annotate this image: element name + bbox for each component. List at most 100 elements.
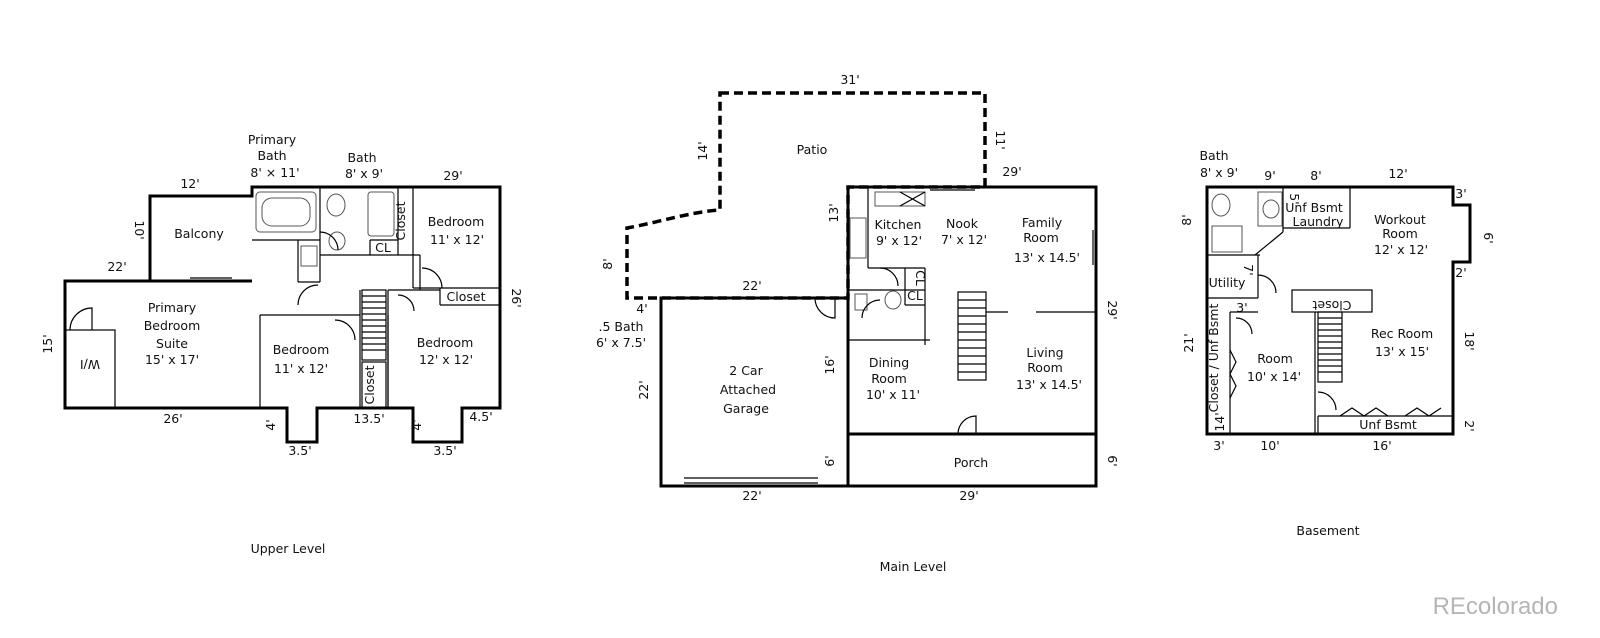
basement-dim: 5' — [1287, 193, 1302, 204]
primary-bath-label-2: Bath — [257, 148, 286, 163]
bedroom-right-bottom-label: Bedroom — [417, 335, 474, 350]
main-level-title: Main Level — [880, 559, 947, 574]
living-label-2: Room — [1027, 360, 1063, 375]
basement-dim: 8' — [1179, 214, 1194, 225]
bedroom-right-bottom-dims: 12' x 12' — [419, 352, 473, 367]
half-bath-label: .5 Bath — [599, 319, 644, 334]
basement-dim: 3' — [1213, 438, 1224, 453]
room-dims: 10' x 14' — [1247, 369, 1301, 384]
workout-label-2: Room — [1382, 226, 1418, 241]
bedroom-mid-dims: 11' x 12' — [274, 361, 328, 376]
upper-dim: 22' — [107, 259, 126, 274]
recolorado-watermark: REcolorado — [1433, 593, 1558, 620]
basement-stairs — [1291, 289, 1373, 383]
nook-dims: 7' x 12' — [941, 232, 987, 247]
main-dim: 13' — [826, 203, 841, 222]
upper-dim: 26' — [509, 288, 524, 307]
main-dim: 29' — [1002, 164, 1021, 179]
main-dim: 8' — [600, 258, 615, 269]
dining-label-2: Room — [871, 371, 907, 386]
main-dim: 22' — [742, 278, 761, 293]
closet-stairs-label: Closet — [362, 365, 377, 404]
main-dim: 22' — [742, 488, 761, 503]
main-level-plan — [625, 91, 1098, 488]
main-dim: 16' — [822, 355, 837, 374]
basement-dim: 16' — [1372, 438, 1391, 453]
dining-dims: 10' x 11' — [866, 387, 920, 402]
cl-label: CL — [375, 240, 391, 255]
primary-suite-dims: 15' x 17' — [145, 352, 199, 367]
primary-bath-dims: 8' × 11' — [250, 165, 299, 180]
family-label-1: Family — [1022, 215, 1063, 230]
upper-dim: 15' — [40, 334, 55, 353]
upper-dim: 13.5' — [353, 411, 384, 426]
basement-dim: 8' — [1310, 168, 1321, 183]
basement-dim: 3' — [1455, 186, 1466, 201]
cl-label: CL — [907, 288, 923, 303]
kitchen-dims: 9' x 12' — [876, 233, 922, 248]
garage-label-3: Garage — [723, 401, 769, 416]
nook-label: Nook — [946, 216, 979, 231]
basement-dim: 6' — [1481, 232, 1496, 243]
upper-dim: 12' — [180, 176, 199, 191]
basement-dim: 3' — [1236, 300, 1247, 315]
main-dim: 6' — [822, 455, 837, 466]
room-label: Room — [1257, 351, 1293, 366]
primary-suite-label-1: Primary — [148, 300, 197, 315]
utility-label: Utility — [1209, 275, 1246, 290]
bath-dims: 8' x 9' — [345, 166, 383, 181]
balcony-label: Balcony — [174, 226, 224, 241]
upper-dim: 26' — [163, 411, 182, 426]
rec-room-dims: 13' x 15' — [1375, 344, 1429, 359]
upper-stairs — [361, 289, 387, 361]
kitchen-label: Kitchen — [875, 217, 922, 232]
basement-dim: 18' — [1462, 331, 1477, 350]
main-dim: 14' — [695, 141, 710, 160]
unf-bsmt-label: Unf Bsmt — [1359, 417, 1417, 432]
basement-level-title: Basement — [1296, 523, 1359, 538]
family-dims: 13' x 14.5' — [1014, 250, 1080, 265]
workout-dims: 12' x 12' — [1374, 242, 1428, 257]
main-dim: 11' — [993, 130, 1008, 149]
bedroom-mid-label: Bedroom — [273, 342, 330, 357]
upper-dim: 10' — [132, 220, 147, 239]
laundry-label-1: Unf Bsmt — [1285, 200, 1343, 215]
basement-dim: 7' — [1241, 264, 1256, 275]
upper-dim: 29' — [443, 168, 462, 183]
patio-label: Patio — [797, 142, 828, 157]
dining-label-1: Dining — [869, 355, 909, 370]
upper-dim: 3.5' — [433, 443, 456, 458]
closet-unf-label: Closet / Unf Bsmt — [1206, 304, 1221, 413]
half-bath-dims: 6' x 7.5' — [596, 335, 646, 350]
basement-bath-label: Bath — [1199, 148, 1228, 163]
main-dim: 22' — [636, 380, 651, 399]
primary-bath-label-1: Primary — [248, 132, 297, 147]
main-dim: 29' — [959, 488, 978, 503]
porch-label: Porch — [954, 455, 988, 470]
cl-label: CL — [913, 270, 928, 286]
basement-dim: 9' — [1264, 168, 1275, 183]
main-dim: 4' — [636, 301, 647, 316]
garage-label-1: 2 Car — [729, 363, 763, 378]
basement-dim: 10' — [1260, 438, 1279, 453]
main-dim: 29' — [1105, 300, 1120, 319]
basement-dim: 14' — [1212, 412, 1227, 431]
closet-vertical-label: Closet — [393, 201, 408, 240]
laundry-label-2: Laundry — [1293, 214, 1345, 229]
wic-label: W/I — [80, 357, 100, 372]
rec-room-label: Rec Room — [1371, 326, 1433, 341]
primary-suite-label-3: Suite — [156, 336, 188, 351]
living-dims: 13' x 14.5' — [1016, 377, 1082, 392]
bath-label: Bath — [347, 150, 376, 165]
main-dim: 6' — [1105, 455, 1120, 466]
upper-level-title: Upper Level — [251, 541, 326, 556]
basement-bath-dims: 8' x 9' — [1200, 165, 1238, 180]
upper-level-plan — [63, 185, 502, 444]
upper-dim: 4' — [263, 419, 278, 430]
living-label-1: Living — [1026, 345, 1063, 360]
upper-dim: 4.5' — [469, 409, 492, 424]
closet-right-label: Closet — [447, 289, 486, 304]
bedroom-right-top-label: Bedroom — [428, 214, 485, 229]
closet-label: Closet — [1312, 298, 1351, 313]
